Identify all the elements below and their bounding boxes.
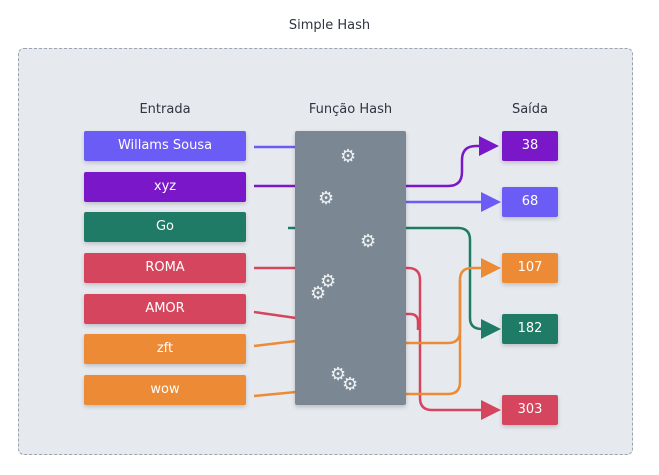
input-box-xyz: xyz (84, 172, 246, 202)
line-roma-303 (254, 266, 501, 420)
line-amor-in (253, 310, 297, 320)
output-box-68: 68 (502, 187, 558, 217)
diagram-title: Simple Hash (288, 18, 371, 33)
gear-icon: ⚙ (360, 231, 377, 252)
gear-icon: ⚙ (342, 374, 359, 395)
gear-icon: ⚙ (340, 146, 357, 167)
input-box-wow: wow (84, 375, 246, 405)
line-wow-in (253, 390, 297, 398)
output-column-label: Saída (511, 102, 549, 117)
gear-icon: ⚙ (320, 271, 337, 292)
line-amor-out (406, 312, 420, 330)
input-box-amor: AMOR (84, 294, 246, 324)
input-column-label: Entrada (139, 102, 191, 117)
function-column-label: Função Hash (308, 102, 393, 117)
input-box-willams-sousa: Willams Sousa (84, 131, 246, 161)
line-xyz-38 (254, 136, 499, 188)
output-box-303: 303 (502, 395, 558, 425)
output-box-38: 38 (502, 131, 558, 161)
hash-function-block (295, 131, 406, 405)
output-box-182: 182 (502, 314, 558, 344)
input-box-roma: ROMA (84, 253, 246, 283)
input-box-zft: zft (84, 334, 246, 364)
line-107-out-b (406, 280, 462, 396)
output-box-107: 107 (502, 253, 558, 283)
line-zft-in (253, 339, 297, 348)
gear-icon: ⚙ (310, 283, 327, 304)
input-box-go: Go (84, 212, 246, 242)
gear-icon: ⚙ (318, 188, 335, 209)
gear-icon: ⚙ (330, 364, 347, 385)
line-182-out (406, 226, 501, 339)
